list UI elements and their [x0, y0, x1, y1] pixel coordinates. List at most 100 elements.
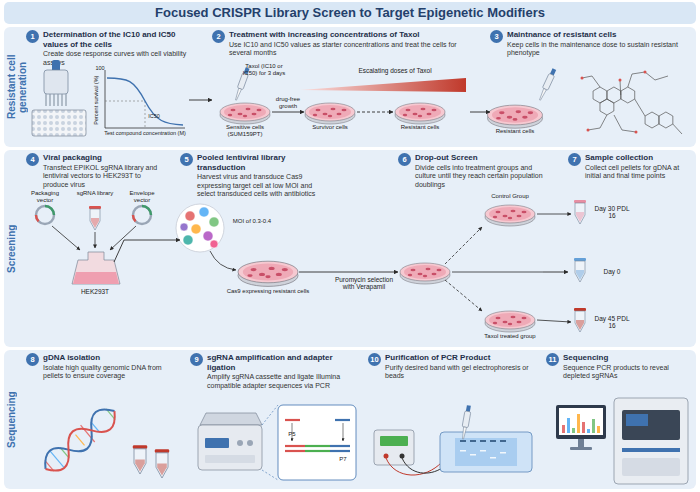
step-description: Purify desired band with gel electrophor…	[385, 364, 538, 381]
annotation-label: P7	[336, 456, 350, 463]
step-panel: 6 Drop-out ScreenDivide cells into treatm…	[398, 153, 543, 343]
section-band: Sequencing8gDNA isolationIsolate high qu…	[4, 350, 696, 489]
step-text: SequencingSequence PCR products to revea…	[563, 353, 692, 381]
step-heading: Drop-out Screen	[415, 153, 543, 163]
edge-label: Puromycin selection with Verapamil	[332, 276, 396, 291]
step-description: Create dose response curves with cell vi…	[43, 50, 189, 67]
step-description: Sequence PCR products to reveal depleted…	[563, 364, 692, 381]
flow-arrow	[543, 272, 568, 273]
step-panel: 9 sgRNA amplification and adapter ligatio…	[190, 353, 360, 487]
step-header: 10 Purification of PCR ProductPurify desi…	[368, 353, 538, 381]
step-number: 9	[190, 353, 203, 366]
step-panel: 5 Pooled lentiviral library transductionH…	[180, 153, 330, 343]
step-text: Drop-out ScreenDivide cells into treatme…	[415, 153, 543, 189]
annotation-label: 100	[93, 65, 107, 71]
diagram-title: Focused CRISPR Library Screen to Target …	[4, 2, 696, 24]
step-number: 11	[546, 353, 559, 366]
annotation-label: Day 45 PDL 16	[593, 315, 631, 330]
annotation-label: Resistant cells	[395, 124, 445, 131]
step-heading: Maintnance of resistant cells	[507, 30, 690, 40]
step-text: sgRNA amplification and adapter ligation…	[207, 353, 360, 390]
step-text: Maintnance of resistant cellsKeep cells …	[507, 30, 690, 58]
section-label: Screening	[6, 154, 30, 343]
step-header: 6 Drop-out ScreenDivide cells into treatm…	[398, 153, 543, 189]
step-panel: 8 gDNA isolationIsolate high quality geno…	[26, 353, 182, 487]
step-heading: Viral packaging	[43, 153, 166, 163]
step-heading: Treatment with increasing concentrations…	[229, 30, 470, 40]
step-panel: 10 Purification of PCR ProductPurify desi…	[368, 353, 538, 487]
step-heading: sgRNA amplification and adapter ligation	[207, 353, 360, 372]
annotation-label: Packaging vector	[25, 190, 65, 204]
annotation-label: P5	[285, 431, 299, 438]
step-heading: Determination of the IC10 and IC50 value…	[43, 30, 189, 49]
step-panel: 11 SequencingSequence PCR products to rev…	[546, 353, 692, 487]
step-number: 10	[368, 353, 381, 366]
step-heading: Sequencing	[563, 353, 692, 363]
annotation-label: Control Group	[480, 193, 540, 200]
step-header: 9 sgRNA amplification and adapter ligatio…	[190, 353, 360, 390]
step-heading: Sample collection	[585, 153, 692, 163]
step-number: 7	[568, 153, 581, 166]
step-heading: gDNA isolation	[43, 353, 182, 363]
step-description: Harvest virus and transduce Cas9 express…	[197, 173, 330, 199]
annotation-label: Cas9 expressing resistant cells	[223, 288, 313, 295]
annotation-label: Sensitive cells (SUM159PT)	[215, 124, 275, 138]
step-header: 5 Pooled lentiviral library transductionH…	[180, 153, 330, 199]
annotation-label: Day 0	[593, 268, 631, 275]
flow-arrow	[330, 272, 398, 273]
step-header: 3 Maintnance of resistant cellsKeep cells…	[490, 30, 690, 58]
annotation-label: Percent survival (%)	[93, 73, 99, 127]
step-number: 5	[180, 153, 193, 166]
step-panel: 4Viral packagingTransfect EPIKOL sgRNA l…	[26, 153, 166, 343]
step-heading: Purification of PCR Product	[385, 353, 538, 363]
step-text: gDNA isolationIsolate high quality genom…	[43, 353, 182, 381]
step-panel: 7 Sample collectionCollect cell pellets f…	[568, 153, 692, 343]
step-description: Transfect EPIKOL sgRNA library and lenti…	[43, 164, 166, 190]
step-description: Use IC10 and IC50 values as starter conc…	[229, 41, 470, 58]
step-description: Keep cells in the maintenance dose to su…	[507, 41, 690, 58]
annotation-label: Taxol (IC10 or IC50) for 3 days	[240, 63, 288, 77]
step-number: 3	[490, 30, 503, 43]
step-number: 8	[26, 353, 39, 366]
step-text: Viral packagingTransfect EPIKOL sgRNA li…	[43, 153, 166, 189]
annotation-label: Taxol treated group	[475, 333, 545, 340]
step-header: 11 SequencingSequence PCR products to rev…	[546, 353, 692, 381]
section-title: Resistant cell generation	[6, 55, 28, 119]
annotation-label: HEK293T	[70, 288, 120, 295]
flow-arrow	[166, 240, 180, 241]
annotation-label: sgRNA library	[75, 190, 115, 197]
section-band: Screening 4Viral packagingTransfect EPIKO…	[4, 150, 696, 347]
section-label: Sequencing	[6, 354, 30, 485]
step-number: 1	[26, 30, 39, 43]
step-header: 2 Treatment with increasing concentration…	[212, 30, 470, 58]
step-text: Pooled lentiviral library transductionHa…	[197, 153, 330, 199]
annotation-label: MOI of 0.3-0.4	[227, 218, 277, 225]
step-panel: 3 Maintnance of resistant cellsKeep cells…	[490, 30, 690, 144]
step-description: Isolate high quality genomic DNA from pe…	[43, 364, 182, 381]
step-number: 2	[212, 30, 225, 43]
annotation-label: Test compound concentration (M)	[100, 130, 190, 136]
flow-arrow	[470, 112, 490, 113]
flow-arrow	[189, 100, 212, 101]
step-text: Purification of PCR ProductPurify desire…	[385, 353, 538, 381]
step-header: 8 gDNA isolationIsolate high quality geno…	[26, 353, 182, 381]
annotation-label: drug-free growth	[268, 96, 308, 110]
step-header: 4Viral packagingTransfect EPIKOL sgRNA l…	[26, 153, 166, 189]
step-number: 6	[398, 153, 411, 166]
step-description: Collect cell pellets for gDNA at initial…	[585, 164, 692, 181]
section-band: Resistant cell generation 1 Determination …	[4, 27, 696, 147]
annotation-label: Survivor cells	[305, 124, 355, 131]
annotation-label: Resistant cells	[490, 128, 540, 135]
step-text: Treatment with increasing concentrations…	[229, 30, 470, 58]
step-description: Divide cells into treatment groups and c…	[415, 164, 543, 190]
section-title: Screening	[6, 224, 17, 272]
step-text: Sample collectionCollect cell pellets fo…	[585, 153, 692, 181]
step-header: 7 Sample collectionCollect cell pellets f…	[568, 153, 692, 181]
annotation-label: IC50	[144, 113, 164, 119]
step-description: Amplify sgRNA cassette and ligate Illumi…	[207, 373, 360, 390]
step-heading: Pooled lentiviral library transduction	[197, 153, 330, 172]
step-header: 1 Determination of the IC10 and IC50 valu…	[26, 30, 189, 67]
section-label: Resistant cell generation	[6, 31, 30, 143]
